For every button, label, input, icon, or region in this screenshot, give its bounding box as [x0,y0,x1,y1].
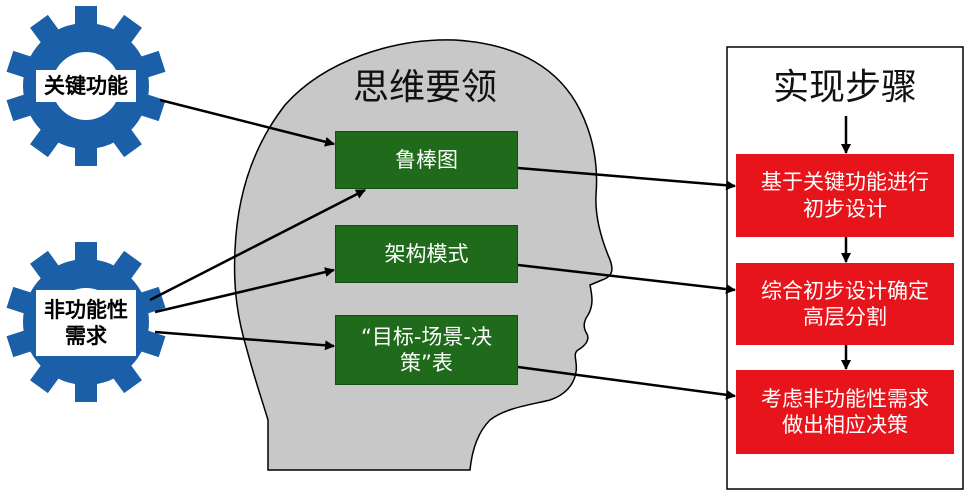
method-architecture-pattern: 架构模式 [335,225,518,283]
method-goal-scenario-decision-table: “目标-场景-决 策”表 [335,315,518,385]
method-label: 架构模式 [384,241,469,266]
step-3: 考虑非功能性需求 做出相应决策 [736,370,954,454]
steps-panel-title: 实现步骤 [745,62,945,112]
method-label: 策”表 [400,351,453,375]
gear-label-key-function: 关键功能 [36,70,136,102]
method-robustness-diagram: 鲁棒图 [335,131,518,189]
arrow-key-function-to-robustness [159,98,335,147]
head-title: 思维要领 [330,62,520,112]
step-label: 基于关键功能进行 [761,170,929,195]
gear-label-nonfunctional: 非功能性 需求 [36,290,136,356]
step-label: 做出相应决策 [782,413,908,437]
method-label: “目标-场景-决 [360,324,493,349]
steps-panel-title-text: 实现步骤 [772,66,917,108]
arrow-pattern-to-step2 [517,263,736,294]
gear-label-text: 非功能性 [44,297,128,322]
gear-label-text: 需求 [65,324,107,348]
arrow-table-to-step3 [517,365,736,400]
gear-label-text: 关键功能 [44,73,128,98]
arrow-nfr-to-table [154,330,335,351]
step-label: 综合初步设计确定 [761,278,929,303]
step-label: 高层分割 [803,305,887,329]
step-1: 基于关键功能进行 初步设计 [736,154,954,237]
arrow-robustness-to-step1 [517,166,736,191]
method-label: 鲁棒图 [395,147,458,172]
step-label: 初步设计 [803,196,887,221]
step-2: 综合初步设计确定 高层分割 [736,263,954,345]
step-label: 考虑非功能性需求 [761,386,929,411]
arrow-nfr-to-pattern [154,267,335,314]
arrow-nfr-to-robustness [149,188,366,302]
head-title-text: 思维要领 [352,66,497,108]
